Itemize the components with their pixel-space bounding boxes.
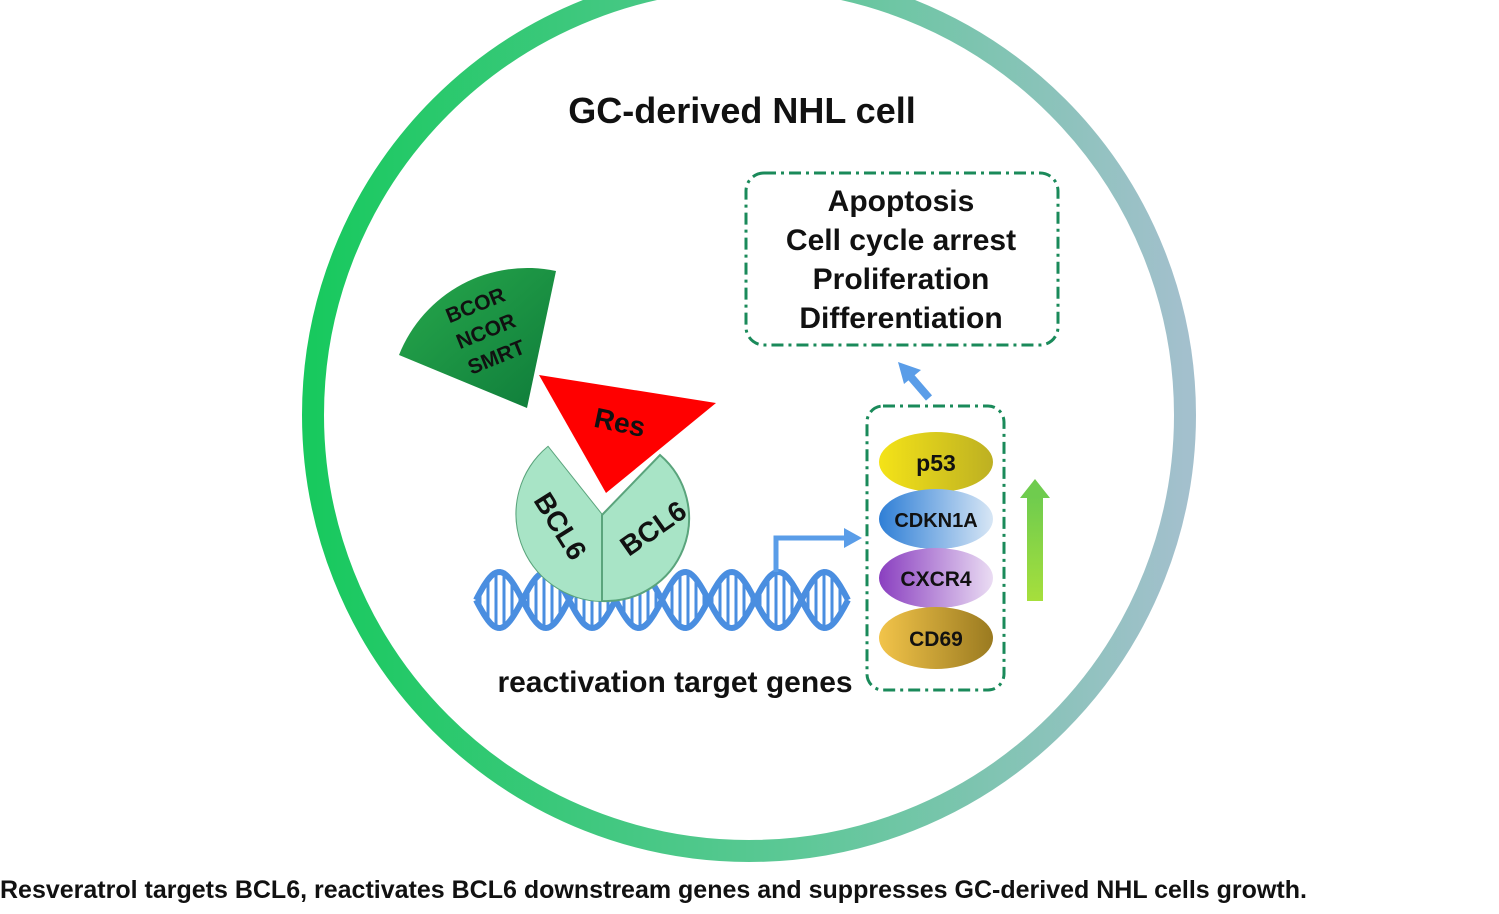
corepressor-wedge [399, 267, 556, 408]
upregulation-arrow-icon [1020, 479, 1050, 601]
gene-cdkn1a-label: CDKN1A [894, 510, 977, 532]
outcome-cell-cycle-arrest: Cell cycle arrest [786, 224, 1016, 257]
gene-cdkn1a: CDKN1A [879, 489, 993, 549]
target-genes-box [865, 404, 1006, 692]
resveratrol-triangle [539, 375, 716, 493]
bcl6-right-monomer [601, 453, 691, 603]
transcription-arrow-icon [773, 528, 862, 572]
gene-p53: p53 [879, 432, 993, 492]
cell-title: GC-derived NHL cell [568, 90, 915, 131]
dna-strand-b [473, 568, 851, 632]
gene-cxcr4-label: CXCR4 [900, 568, 972, 591]
outcome-differentiation: Differentiation [799, 302, 1002, 335]
gene-cd69: CD69 [879, 607, 993, 669]
gene-p53-label: p53 [916, 450, 956, 476]
figure-caption: Resveratrol targets BCL6, reactivates BC… [0, 876, 1307, 904]
bcl6-left-monomer-body [516, 447, 602, 601]
gene-cd69-label: CD69 [909, 628, 963, 651]
outcome-proliferation: Proliferation [813, 263, 990, 296]
reactivation-caption: reactivation target genes [497, 666, 852, 699]
cell-membrane [302, 0, 1196, 862]
outcome-arrow-icon [898, 362, 933, 401]
outcomes-box [744, 171, 1060, 347]
gene-cxcr4: CXCR4 [879, 548, 993, 608]
outcome-apoptosis: Apoptosis [828, 185, 975, 218]
